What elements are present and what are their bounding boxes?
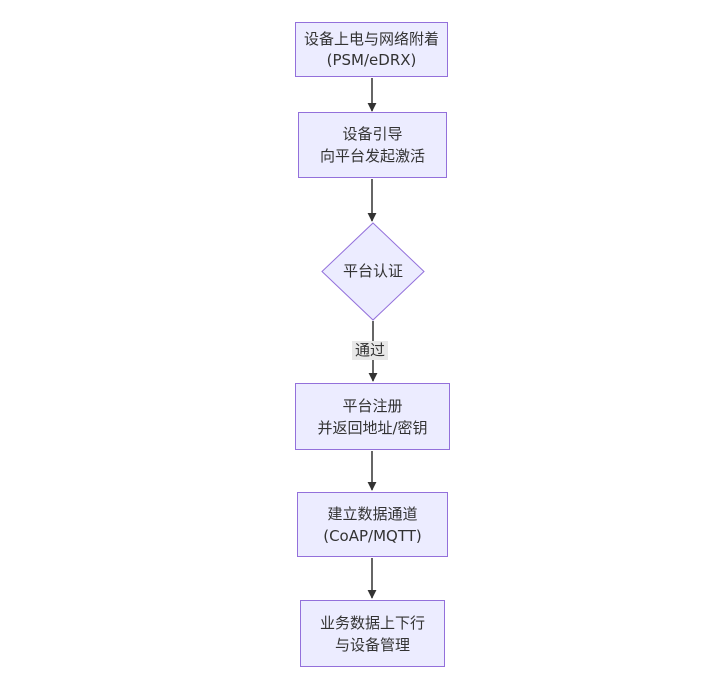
node-text-line: 设备上电与网络附着 <box>303 29 439 48</box>
node-text-line: 并返回地址/密钥 <box>317 418 428 437</box>
flow-node-data-channel: 建立数据通道 (CoAP/MQTT) <box>297 492 448 557</box>
node-text-line: (PSM/eDRX) <box>326 50 417 69</box>
node-text-line: (CoAP/MQTT) <box>323 526 422 545</box>
node-text-line: 与设备管理 <box>334 635 410 654</box>
decision-label-platform-auth: 平台认证 <box>342 262 403 280</box>
node-text-line: 建立数据通道 <box>327 504 418 523</box>
node-text-line: 业务数据上下行 <box>319 613 425 632</box>
node-text-line: 向平台发起激活 <box>319 147 425 165</box>
node-text-line: 设备引导 <box>342 125 403 143</box>
flow-node-power-attach: 设备上电与网络附着 (PSM/eDRX) <box>295 22 448 77</box>
flow-node-platform-register: 平台注册 并返回地址/密钥 <box>295 383 450 450</box>
node-text-line: 平台注册 <box>342 396 403 415</box>
edge-label-pass: 通过 <box>352 341 389 360</box>
flow-node-business-data: 业务数据上下行 与设备管理 <box>300 600 445 667</box>
flow-node-bootstrap-activate: 设备引导 向平台发起激活 <box>298 112 447 178</box>
decision-diamond-platform-auth <box>321 222 425 321</box>
